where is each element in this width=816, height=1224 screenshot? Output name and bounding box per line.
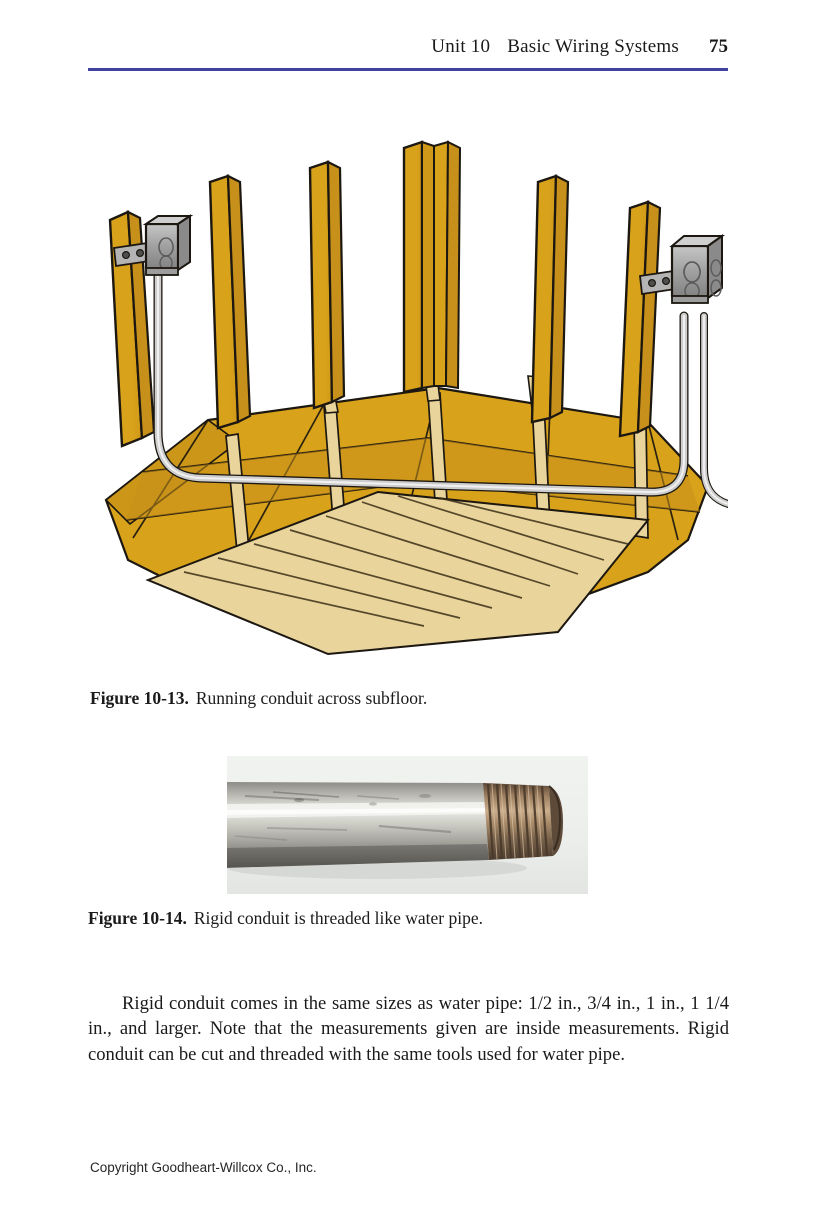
figure-10-14-caption-label: Figure 10-14. — [88, 908, 187, 928]
figure-10-13-caption-label: Figure 10-13. — [90, 688, 189, 708]
wall-studs — [108, 140, 662, 448]
electrical-box-left — [113, 214, 194, 276]
figure-10-14-caption: Figure 10-14. Rigid conduit is threaded l… — [88, 908, 483, 930]
figure-10-13-caption: Figure 10-13. Running conduit across subf… — [90, 688, 427, 710]
stud-3 — [308, 160, 346, 410]
header-unit: Unit 10 — [431, 36, 491, 57]
header-page-number: 75 — [709, 36, 728, 57]
subfloor-boards — [145, 490, 650, 656]
subfloor-platform — [104, 368, 710, 656]
conduit-threaded-end — [483, 783, 563, 860]
stud-corner-post — [402, 140, 462, 394]
stud-left — [108, 210, 156, 448]
header-rule — [88, 68, 728, 71]
header-title: Basic Wiring Systems — [507, 36, 679, 57]
stud-5 — [530, 174, 570, 424]
electrical-box-right — [639, 234, 726, 304]
body-paragraph: Rigid conduit comes in the same sizes as… — [88, 992, 729, 1065]
figure-10-14-photo — [227, 756, 588, 894]
page-footer-copyright: Copyright Goodheart-Willcox Co., Inc. — [90, 1160, 317, 1175]
stud-right — [618, 200, 662, 438]
header-line: Unit 10 Basic Wiring Systems 75 — [431, 36, 728, 58]
figure-10-13-illustration — [88, 120, 728, 660]
conduit-pipe-body — [227, 782, 489, 868]
conduit-run — [153, 233, 728, 509]
figure-10-14-caption-text: Rigid conduit is threaded like water pip… — [193, 908, 484, 928]
stud-2 — [208, 174, 252, 430]
page-header: Unit 10 Basic Wiring Systems 75 — [88, 36, 728, 72]
figure-10-13-caption-text: Running conduit across subfloor. — [195, 688, 428, 708]
